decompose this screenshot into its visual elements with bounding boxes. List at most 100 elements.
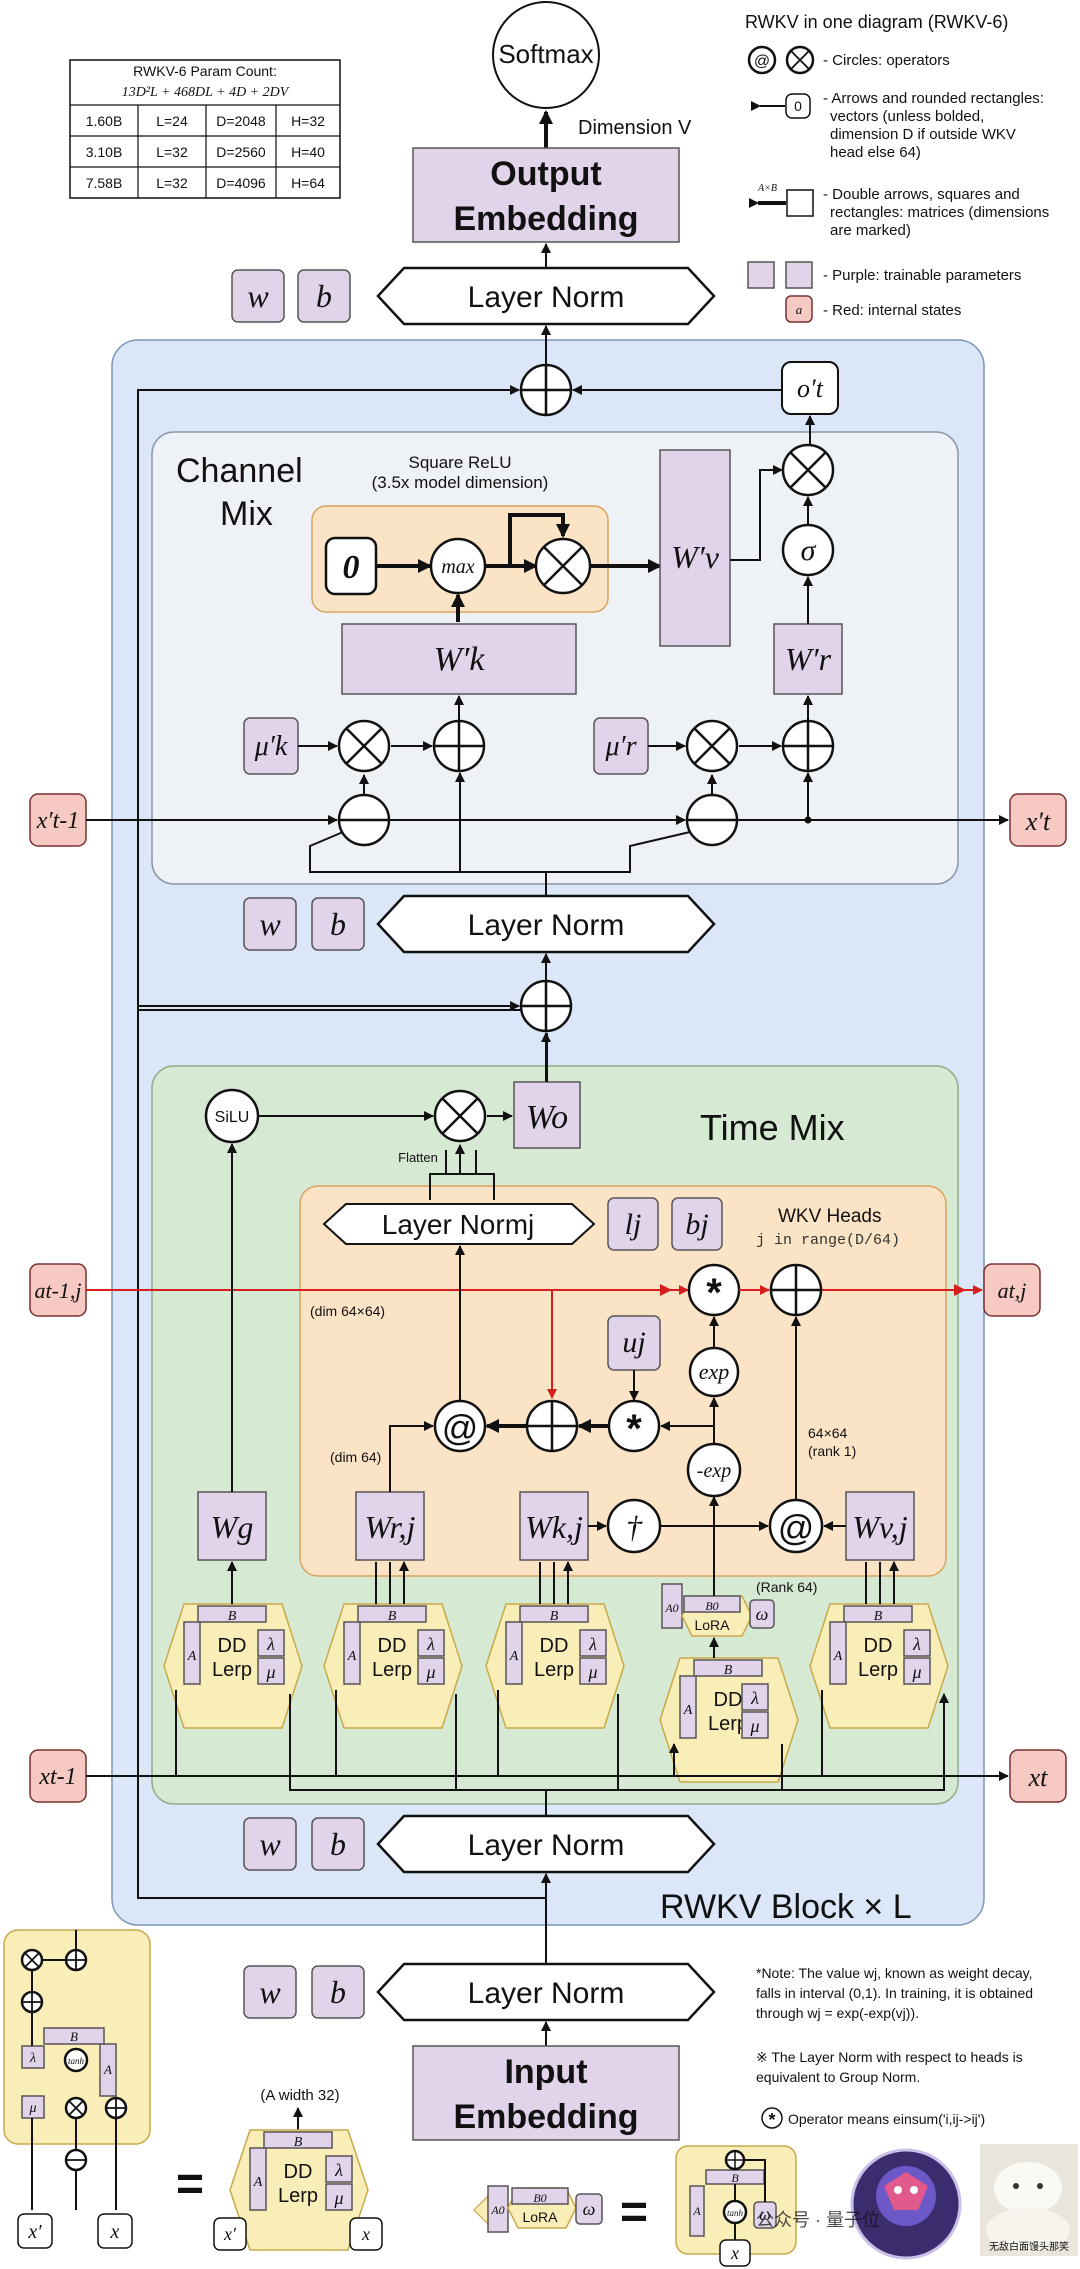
input-embedding-box [412,2045,680,2141]
wkv-heads-range: j in range(D/64) [756,1232,900,1249]
svg-text:λ: λ [426,1634,435,1654]
svg-text:DD: DD [864,1635,893,1657]
output-embedding-l2: Embedding [453,200,638,238]
svg-text:Lerp: Lerp [858,1659,898,1681]
b-param: b [316,278,332,314]
svg-text:A: A [103,2062,112,2077]
wk-label: Wk,j [525,1509,583,1545]
svg-text:x: x [730,2243,739,2263]
legend-arrows-l4: head else 64) [830,144,921,161]
svg-text:*: * [768,2110,775,2130]
param-count-table: RWKV-6 Param Count: 13D²L + 468DL + 4D +… [69,59,341,199]
bj-param: bj [685,1208,708,1241]
svg-text:μ: μ [425,1662,435,1682]
svg-text:A: A [509,1649,519,1664]
svg-text:Lerp: Lerp [534,1659,574,1681]
table-cell: D=2048 [216,113,266,129]
svg-text:B: B [388,1609,397,1624]
bonus-star: * [626,1407,642,1451]
input-embedding-l1: Input [504,2053,587,2091]
kv-at-label: @ [778,1507,815,1548]
uj-param: uj [622,1326,645,1359]
x-prime-out-label: x′t [1025,807,1051,836]
layer-norm-label: Layer Norm [468,1977,625,2010]
output-embedding-box [412,147,680,243]
mu-r-prime: μ′r [604,731,636,762]
svg-text:Lerp: Lerp [372,1659,412,1681]
svg-text:ω: ω [759,2207,770,2224]
table-cell: L=24 [156,113,188,129]
layer-norm-hex [376,1962,716,2022]
max-label: max [441,556,474,578]
o-prime-label: o′t [797,374,824,403]
softmax-label: Softmax [498,39,593,69]
note2-l2: equivalent to Group Norm. [756,2069,920,2085]
svg-text:B: B [294,2135,303,2150]
svg-text:x: x [361,2224,370,2244]
wr-matrix [355,1491,425,1561]
square-relu-l1: Square ReLU [408,453,511,472]
legend-double-l1: - Double arrows, squares and [823,186,1020,203]
wk-matrix [519,1491,589,1561]
svg-text:Lerp: Lerp [708,1713,748,1735]
layer-norm-hex [376,894,716,954]
at-operator-icon: @ [754,53,770,70]
svg-text:λ: λ [912,1634,921,1654]
svg-text:A: A [833,1649,843,1664]
legend-arrows-l3: dimension D if outside WKV [830,126,1016,143]
sigma-label: σ [801,534,817,567]
note1-l3: through wj = exp(-exp(vj)). [756,2005,919,2021]
rank64-label: (Rank 64) [756,1579,817,1595]
wg-label: Wg [211,1509,254,1545]
ddlerp-g: B A DD Lerp λ μ [163,1603,303,1729]
exp-label: exp [699,1359,730,1384]
table-cell: L=32 [156,175,188,191]
wo-matrix [513,1081,581,1149]
svg-text:DD: DD [714,1689,743,1711]
channel-mix-title-l2: Mix [220,495,273,533]
svg-text:tanh: tanh [68,2056,85,2066]
x-out-state [1009,1749,1067,1803]
svg-text:μ: μ [265,1662,275,1682]
legend-arrows-l2: vectors (unless bolded, [830,108,984,125]
legend-vector-example: 0 [794,98,802,114]
table-cell: D=4096 [216,175,266,191]
zero-label: 0 [343,549,360,586]
einsum-star: * [706,1271,722,1315]
svg-text:A: A [347,1649,357,1664]
svg-text:μ: μ [911,1662,921,1682]
w-param: w [247,278,269,314]
legend-red: - Red: internal states [823,302,961,319]
layer-norm-j-label: Layer Normj [382,1209,534,1240]
lora-legend: A0 B0 LoRA ω [473,2185,603,2233]
b0-label: B0 [705,1599,718,1613]
watermark-text: 公众号 · 量子位 [756,2210,880,2230]
svg-text:Lerp: Lerp [212,1659,252,1681]
layer-norm-label: Layer Norm [468,909,625,942]
svg-text:μ: μ [587,1662,597,1682]
wr-prime-label: W′r [785,641,832,677]
svg-text:B0: B0 [533,2191,546,2205]
ddlerp-k: B A DD Lerp λ μ [485,1603,625,1729]
legend-arrows-l1: - Arrows and rounded rectangles: [823,90,1044,107]
dagger-label: † [626,1509,643,1545]
x-out-label: xt [1028,1763,1049,1792]
wk-prime-matrix [341,623,577,695]
rank1-l1: 64×64 [808,1425,848,1441]
svg-text:B: B [731,2171,739,2185]
legend-purple: - Purple: trainable parameters [823,267,1021,284]
a-out-label: at,j [998,1278,1027,1303]
svg-text:λ: λ [334,2160,343,2180]
b-param: b [330,1974,346,2010]
ddlerp-v: B A DD Lerp λ μ [809,1603,949,1729]
dim-64-label: (dim 64) [330,1449,381,1465]
exp-operator [688,1346,740,1398]
x-prev-label: xt-1 [38,1764,76,1790]
svg-text:λ: λ [266,1634,275,1654]
svg-text:B: B [228,1609,237,1624]
svg-text:x′: x′ [223,2224,237,2244]
mu-k-prime: μ′k [254,731,288,762]
wo-label: Wo [526,1099,568,1136]
time-mix-title: Time Mix [700,1107,845,1148]
